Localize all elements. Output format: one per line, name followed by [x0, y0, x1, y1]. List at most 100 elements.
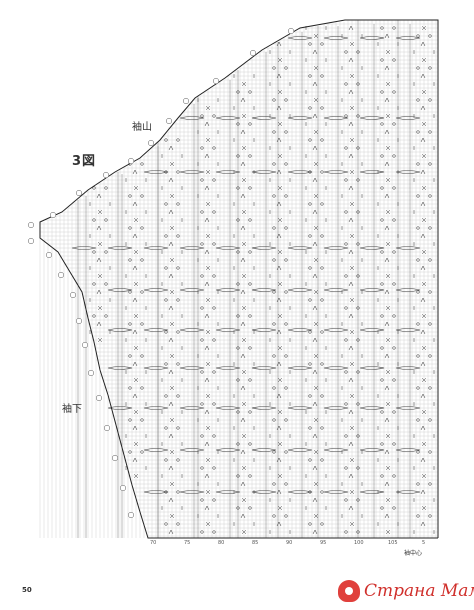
row-marker: [147, 139, 155, 147]
yo-symbol: [320, 266, 324, 270]
twist-symbol: [133, 409, 139, 415]
yo-symbol: [356, 82, 360, 86]
yo-symbol: [200, 178, 204, 182]
yo-symbol: [356, 338, 360, 342]
cable-cross: [287, 366, 313, 370]
decrease-symbol: [348, 473, 354, 479]
twist-symbol: [421, 121, 427, 127]
cable-cross: [287, 246, 313, 250]
yo-symbol: [356, 306, 360, 310]
decrease-symbol: [204, 313, 210, 319]
decrease-symbol: [348, 57, 354, 63]
twist-symbol: [313, 353, 319, 359]
twist-symbol: [241, 305, 247, 311]
twist-symbol: [241, 401, 247, 407]
row-marker: [127, 157, 135, 165]
yo-symbol: [416, 418, 420, 422]
decrease-symbol: [276, 105, 282, 111]
yo-symbol: [236, 506, 240, 510]
yo-symbol: [200, 338, 204, 342]
decrease-symbol: [168, 433, 174, 439]
cable-cross: [143, 406, 169, 410]
yo-symbol: [416, 98, 420, 102]
twist-symbol: [241, 273, 247, 279]
yo-symbol: [428, 130, 432, 134]
cable-cross: [143, 366, 169, 370]
decrease-symbol: [240, 449, 246, 455]
decrease-symbol: [240, 225, 246, 231]
decrease-symbol: [348, 185, 354, 191]
yo-symbol: [164, 138, 168, 142]
yo-symbol: [200, 434, 204, 438]
decrease-symbol: [312, 401, 318, 407]
twist-symbol: [421, 57, 427, 63]
yo-symbol: [428, 450, 432, 454]
decrease-symbol: [240, 417, 246, 423]
yo-symbol: [272, 162, 276, 166]
twist-symbol: [349, 265, 355, 271]
decrease-symbol: [420, 521, 426, 527]
twist-symbol: [385, 401, 391, 407]
twist-symbol: [313, 97, 319, 103]
yo-symbol: [392, 442, 396, 446]
yo-symbol: [272, 514, 276, 518]
twist-symbol: [349, 425, 355, 431]
yo-symbol: [308, 234, 312, 238]
sleeve-center-label: 袖中心: [404, 550, 423, 557]
yo-symbol: [200, 466, 204, 470]
twist-symbol: [385, 337, 391, 343]
yo-symbol: [308, 42, 312, 46]
row-marker: [75, 189, 83, 197]
twist-symbol: [169, 513, 175, 519]
yo-symbol: [344, 466, 348, 470]
yo-symbol: [128, 226, 132, 230]
twist-symbol: [421, 217, 427, 223]
yo-symbol: [176, 170, 180, 174]
decrease-symbol: [276, 425, 282, 431]
decrease-symbol: [276, 169, 282, 175]
twist-symbol: [205, 201, 211, 207]
cable-cross: [215, 116, 241, 120]
twist-symbol: [241, 209, 247, 215]
yo-symbol: [236, 474, 240, 478]
decrease-symbol: [348, 121, 354, 127]
twist-symbol: [97, 337, 103, 343]
decrease-symbol: [276, 233, 282, 239]
cable-cross: [323, 288, 349, 292]
yo-symbol: [308, 522, 312, 526]
decrease-symbol: [312, 433, 318, 439]
decrease-symbol: [348, 89, 354, 95]
decrease-symbol: [204, 153, 210, 159]
yo-symbol: [272, 130, 276, 134]
yo-symbol: [140, 418, 144, 422]
cable-cross: [323, 36, 349, 40]
yo-symbol: [320, 362, 324, 366]
cable-cross: [143, 448, 169, 452]
row-marker: [49, 211, 57, 219]
decrease-symbol: [384, 417, 390, 423]
twist-symbol: [421, 441, 427, 447]
yo-symbol: [236, 314, 240, 318]
decrease-symbol: [276, 73, 282, 79]
twist-symbol: [133, 313, 139, 319]
cable-cross: [359, 36, 385, 40]
yo-symbol: [380, 26, 384, 30]
yo-symbol: [320, 394, 324, 398]
decrease-symbol: [96, 193, 102, 199]
twist-symbol: [421, 185, 427, 191]
twist-symbol: [349, 393, 355, 399]
cable-cross: [143, 246, 169, 250]
cable-cross: [323, 448, 349, 452]
yo-symbol: [212, 402, 216, 406]
yo-symbol: [248, 186, 252, 190]
yo-symbol: [284, 98, 288, 102]
yo-symbol: [380, 378, 384, 382]
twist-symbol: [241, 177, 247, 183]
chart-grid: [39, 19, 439, 538]
twist-symbol: [277, 409, 283, 415]
yo-symbol: [308, 458, 312, 462]
yo-symbol: [416, 386, 420, 390]
twist-symbol: [97, 305, 103, 311]
cable-cross: [251, 448, 277, 452]
cable-cross: [251, 328, 277, 332]
